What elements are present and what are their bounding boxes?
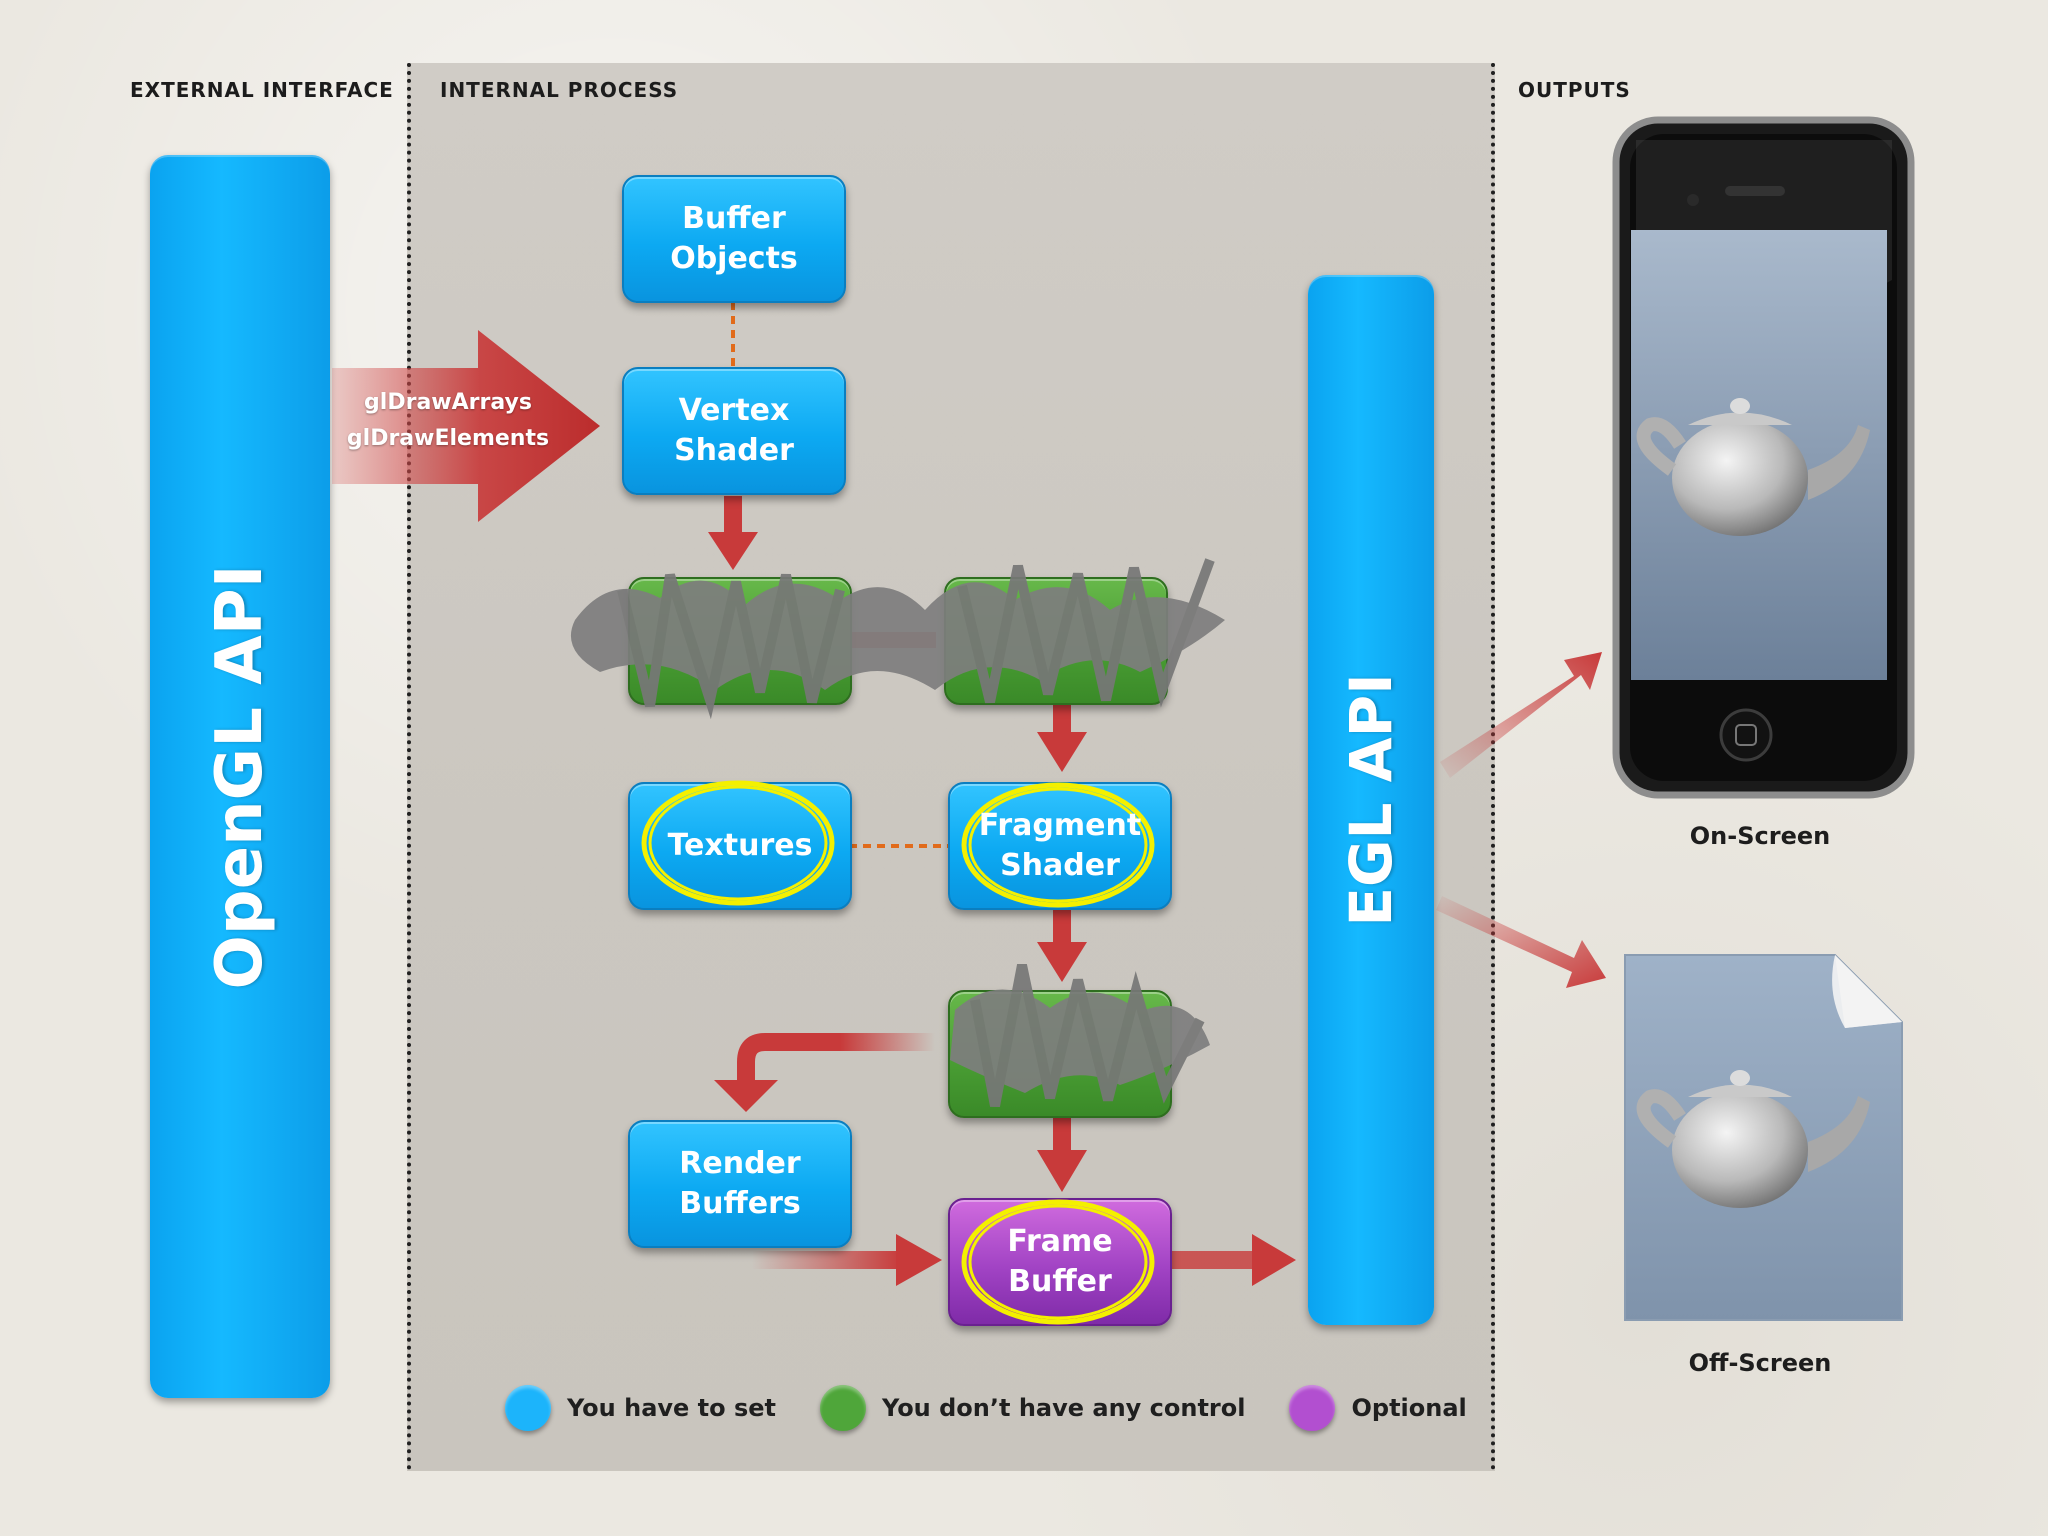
opengl-api-label: OpenGL API xyxy=(203,563,277,990)
primitive-assembly-node xyxy=(628,577,852,705)
blue-legend-dot xyxy=(505,1385,551,1431)
purple-legend-dot xyxy=(1289,1385,1336,1431)
legend-label-you-have-to-set: You have to set xyxy=(567,1394,777,1422)
off-screen-label: Off-Screen xyxy=(1688,1349,1832,1377)
opengl-api-bar: OpenGL API xyxy=(150,155,330,1398)
frame-buffer-label: Frame Buffer xyxy=(1007,1224,1113,1299)
legend-label-no-control: You don’t have any control xyxy=(882,1394,1246,1422)
frame-buffer-node: Frame Buffer xyxy=(948,1198,1172,1326)
gldraw-arrow-label: glDrawArrays glDrawElements xyxy=(338,385,558,457)
teapot-onscreen xyxy=(1636,398,1870,536)
buffer-objects-node: Buffer Objects xyxy=(622,175,846,303)
egl-api-label: EGL API xyxy=(1337,673,1405,927)
per-fragment-operations-node xyxy=(948,990,1172,1118)
legend: You have to set You don’t have any contr… xyxy=(505,1385,1511,1431)
legend-item-no-control: You don’t have any control xyxy=(820,1385,1245,1431)
document-illustration xyxy=(1624,954,1903,1321)
teapot-offscreen xyxy=(1636,1070,1870,1208)
rasterization-node xyxy=(944,577,1168,705)
outputs-label: OUTPUTS xyxy=(1518,78,1631,102)
textures-label: Textures xyxy=(667,828,813,863)
fragment-shader-label: Fragment Shader xyxy=(978,808,1142,883)
render-buffers-node: Render Buffers xyxy=(628,1120,852,1248)
on-screen-label: On-Screen xyxy=(1689,822,1831,850)
gldrawelements-label: glDrawElements xyxy=(346,426,550,451)
buffer-objects-label: Buffer Objects xyxy=(670,201,798,276)
vertex-shader-node: Vertex Shader xyxy=(622,367,846,495)
fragment-shader-node: Fragment Shader xyxy=(948,782,1172,910)
gldrawarrays-label: glDrawArrays xyxy=(364,390,532,415)
legend-label-optional: Optional xyxy=(1351,1394,1467,1422)
vertex-shader-label: Vertex Shader xyxy=(674,393,794,468)
external-interface-label: EXTERNAL INTERFACE xyxy=(130,78,394,102)
legend-item-you-have-to-set: You have to set xyxy=(505,1385,776,1431)
egl-api-bar: EGL API xyxy=(1308,275,1434,1325)
green-legend-dot xyxy=(820,1385,867,1431)
phone-illustration xyxy=(1612,116,1915,799)
textures-node: Textures xyxy=(628,782,852,910)
internal-process-label: INTERNAL PROCESS xyxy=(440,78,679,102)
legend-item-optional: Optional xyxy=(1289,1385,1467,1431)
render-buffers-label: Render Buffers xyxy=(679,1146,801,1221)
